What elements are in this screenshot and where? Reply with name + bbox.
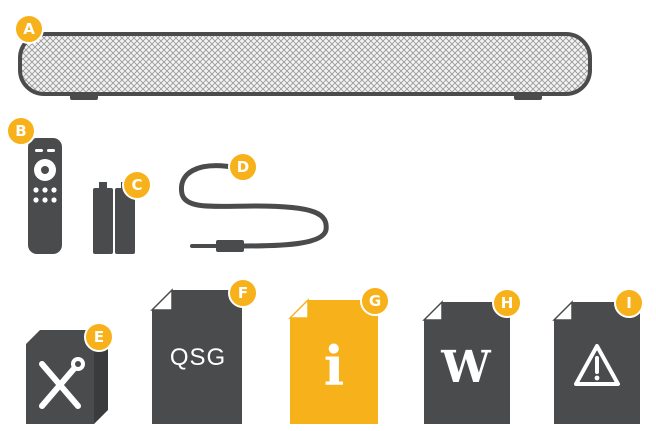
badge-i: I xyxy=(614,288,644,318)
quick-start-guide-icon xyxy=(150,288,242,424)
safety-doc-item: I xyxy=(548,286,652,428)
qsg-label: QSG xyxy=(169,344,227,371)
mounting-kit-box-icon xyxy=(26,330,108,424)
qsg-item: QSG F xyxy=(150,278,266,428)
badge-g: G xyxy=(360,286,390,316)
safety-warning-document-icon xyxy=(552,300,640,424)
audio-cable-item: D xyxy=(176,148,336,256)
remote-item: B xyxy=(6,116,76,258)
info-glyph: i xyxy=(323,334,345,398)
mounting-kit-item: E xyxy=(20,322,124,428)
badge-d: D xyxy=(228,152,258,182)
badge-h: H xyxy=(492,288,522,318)
soundbar-icon xyxy=(18,32,592,100)
badge-e: E xyxy=(84,322,114,352)
badge-b: B xyxy=(6,116,36,146)
batteries-icon xyxy=(93,182,135,254)
badge-c: C xyxy=(122,170,152,200)
soundbar-item: A xyxy=(14,14,594,109)
batteries-item: C xyxy=(84,166,154,260)
warranty-glyph: W xyxy=(441,342,491,393)
warranty-document-icon xyxy=(422,300,510,424)
warranty-doc-item: W H xyxy=(420,286,532,428)
badge-a: A xyxy=(14,14,44,44)
badge-f: F xyxy=(228,278,258,308)
audio-cable-icon xyxy=(178,163,329,252)
information-document-icon xyxy=(288,298,378,424)
info-doc-item: i G xyxy=(286,284,402,428)
remote-control-icon xyxy=(28,138,62,254)
